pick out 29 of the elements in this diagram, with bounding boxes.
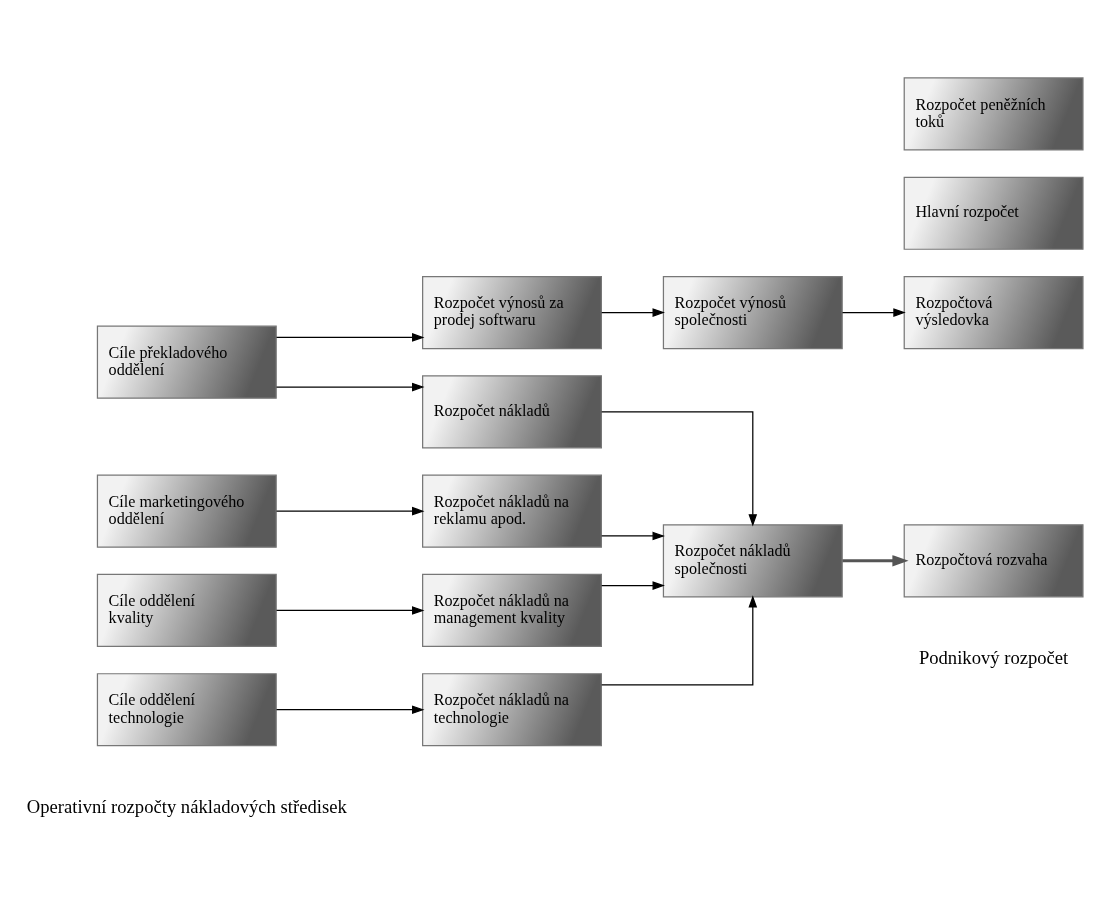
arrow bbox=[275, 506, 425, 516]
node-box: Hlavní rozpočet bbox=[903, 176, 1084, 250]
node-box: Rozpočet nákladů bbox=[422, 375, 602, 449]
label: Podnikový rozpočet bbox=[918, 647, 1069, 669]
node-box: Rozpočet nákladů na reklamu apod. bbox=[422, 474, 602, 548]
arrow bbox=[601, 595, 758, 686]
node-box: Cíle marketingového oddělení bbox=[96, 474, 277, 548]
node-box: Cíle oddělení kvality bbox=[96, 573, 277, 648]
arrow bbox=[275, 705, 425, 715]
node-box: Rozpočtová rozvaha bbox=[903, 524, 1084, 598]
arrow bbox=[601, 308, 665, 317]
arrow bbox=[275, 606, 425, 615]
node-box: Cíle překladového oddělení bbox=[96, 325, 277, 399]
node-box: Cíle oddělení technologie bbox=[96, 673, 277, 747]
arrow bbox=[601, 581, 665, 590]
node-box: Rozpočet nákladů na technologie bbox=[422, 673, 602, 747]
arrow bbox=[275, 333, 425, 342]
node-box: Rozpočet výnosů za prodej softwaru bbox=[422, 275, 602, 350]
arrow bbox=[601, 411, 758, 527]
arrow bbox=[601, 531, 665, 541]
node-box: Rozpočet nákladů společnosti bbox=[662, 524, 843, 598]
arrow bbox=[842, 555, 909, 567]
node-box: Rozpočet výnosů společnosti bbox=[662, 275, 843, 350]
label: Operativní rozpočty nákladových středisek bbox=[26, 796, 347, 818]
node-box: Rozpočtová výsledovka bbox=[903, 275, 1084, 350]
node-box: Rozpočet peněžních toků bbox=[903, 77, 1084, 151]
arrow bbox=[275, 382, 425, 392]
node-box: Rozpočet nákladů na management kvality bbox=[422, 573, 602, 648]
arrow bbox=[841, 308, 906, 317]
